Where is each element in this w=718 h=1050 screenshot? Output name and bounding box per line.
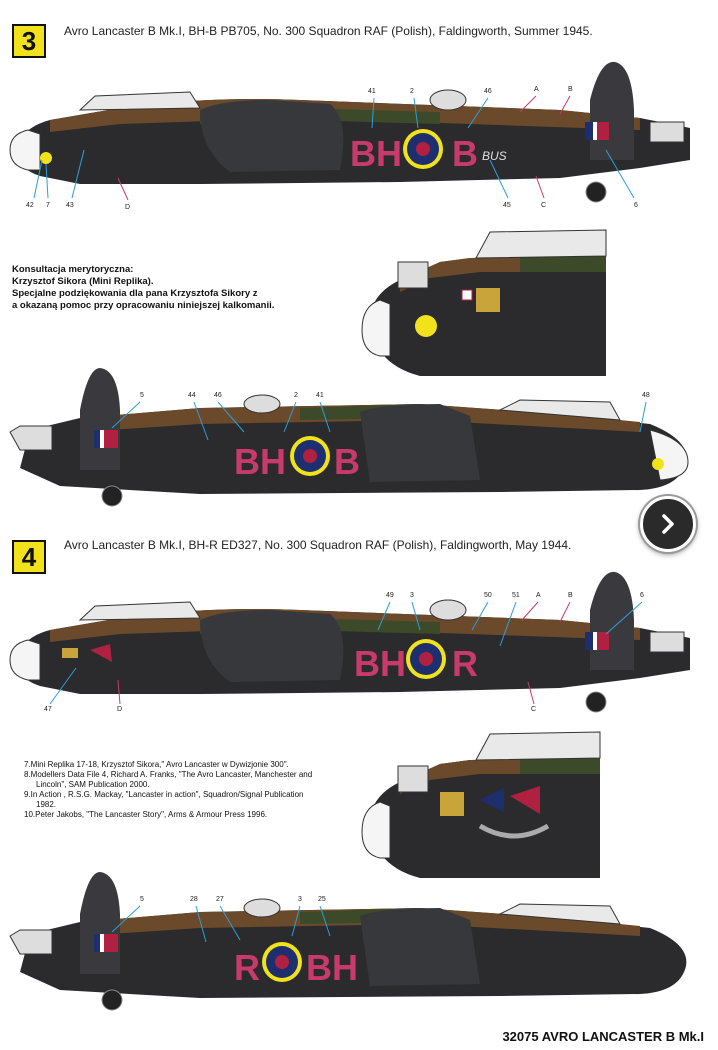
credits-line-4: a okazaną pomoc przy opracowaniu niniejs…	[12, 300, 275, 311]
scheme-4-number: 4	[21, 541, 37, 572]
scheme-4-callout-50: 50	[484, 592, 492, 599]
bibliography-item: 8.Modellers Data File 4, Richard A. Fran…	[24, 770, 313, 789]
scheme-3-number: 3	[21, 25, 37, 56]
scheme-3-title: Avro Lancaster B Mk.I, BH-B PB705, No. 3…	[64, 24, 593, 38]
scheme-4-badge: 4	[12, 540, 46, 574]
scheme-3-callout-46: 46	[484, 88, 492, 95]
scheme-4-callout-49: 49	[386, 592, 394, 599]
scheme-3-callout-41: 41	[368, 88, 376, 95]
scheme-4-callout-C: C	[531, 706, 537, 713]
scheme-3-callout-2: 2	[410, 88, 414, 95]
scheme-3-code-right: B	[452, 133, 478, 174]
scheme-4-callout-s25: 25	[318, 896, 326, 903]
scheme-3-callout-43: 43	[66, 202, 74, 209]
bibliography-item: 9.In Action , R.S.G. Mackay, "Lancaster …	[24, 790, 304, 809]
scheme-3-callout-s5: 5	[140, 392, 144, 399]
consultation-credits: Konsultacja merytoryczna: Krzysztof Siko…	[12, 264, 312, 312]
bibliography: 7.Mini Replika 17-18, Krzysztof Sikora,"…	[24, 760, 324, 820]
svg-text:BH: BH	[234, 441, 286, 482]
scheme-4-callout-51: 51	[512, 592, 520, 599]
credits-line-2: Krzysztof Sikora (Mini Replika).	[12, 276, 154, 287]
svg-text:B: B	[334, 441, 360, 482]
scheme-4-callout-s5: 5	[140, 896, 144, 903]
next-button[interactable]	[640, 496, 696, 552]
scheme-4-callout-s27: 27	[216, 896, 224, 903]
bibliography-item: 10.Peter Jakobs, "The Lancaster Story", …	[24, 810, 268, 819]
scheme-4-starboard-code-left: R	[234, 947, 260, 988]
scheme-3-code-left: BH	[350, 133, 402, 174]
scheme-3-callout-6: 6	[634, 202, 638, 209]
scheme-3-callout-45: 45	[503, 202, 511, 209]
scheme-3-callout-C: C	[541, 202, 547, 209]
credits-line-1: Konsultacja merytoryczna:	[12, 264, 134, 275]
scheme-4-callout-B: B	[568, 592, 573, 599]
scheme-3-callout-42: 42	[26, 202, 34, 209]
credits-line-3: Specjalne podziękowania dla pana Krzyszt…	[12, 288, 258, 299]
scheme-3-nose-art: BUS	[482, 149, 507, 163]
scheme-4-callout-D: D	[117, 706, 123, 713]
scheme-4-callout-s3: 3	[298, 896, 302, 903]
scheme-4-title: Avro Lancaster B Mk.I, BH-R ED327, No. 3…	[64, 538, 572, 552]
footer-product-title: 32075 AVRO LANCASTER B Mk.I	[502, 1029, 704, 1044]
scheme-4-callout-47: 47	[44, 706, 52, 713]
scheme-3-callout-s48: 48	[642, 392, 650, 399]
scheme-4-callout-A: A	[536, 592, 541, 599]
scheme-4-callout-s28: 28	[190, 896, 198, 903]
scheme-4-callout-6: 6	[640, 592, 644, 599]
bibliography-item: 7.Mini Replika 17-18, Krzysztof Sikora,"…	[24, 760, 289, 769]
chevron-right-icon	[662, 514, 674, 534]
scheme-3-badge: 3	[12, 24, 46, 58]
scheme-3-callout-B: B	[568, 86, 573, 93]
scheme-3-callout-7: 7	[46, 202, 50, 209]
scheme-4-code-right: R	[452, 643, 478, 684]
scheme-3-callout-D: D	[125, 204, 131, 211]
scheme-3-callout-s44: 44	[188, 392, 196, 399]
scheme-4-callout-3: 3	[410, 592, 414, 599]
scheme-4-starboard-code-right: BH	[306, 947, 358, 988]
scheme-3-callout-s46: 46	[214, 392, 222, 399]
scheme-4-code-left: BH	[354, 643, 406, 684]
scheme-3-callout-A: A	[534, 86, 539, 93]
scheme-3-callout-s2: 2	[294, 392, 298, 399]
scheme-3-callout-s41: 41	[316, 392, 324, 399]
